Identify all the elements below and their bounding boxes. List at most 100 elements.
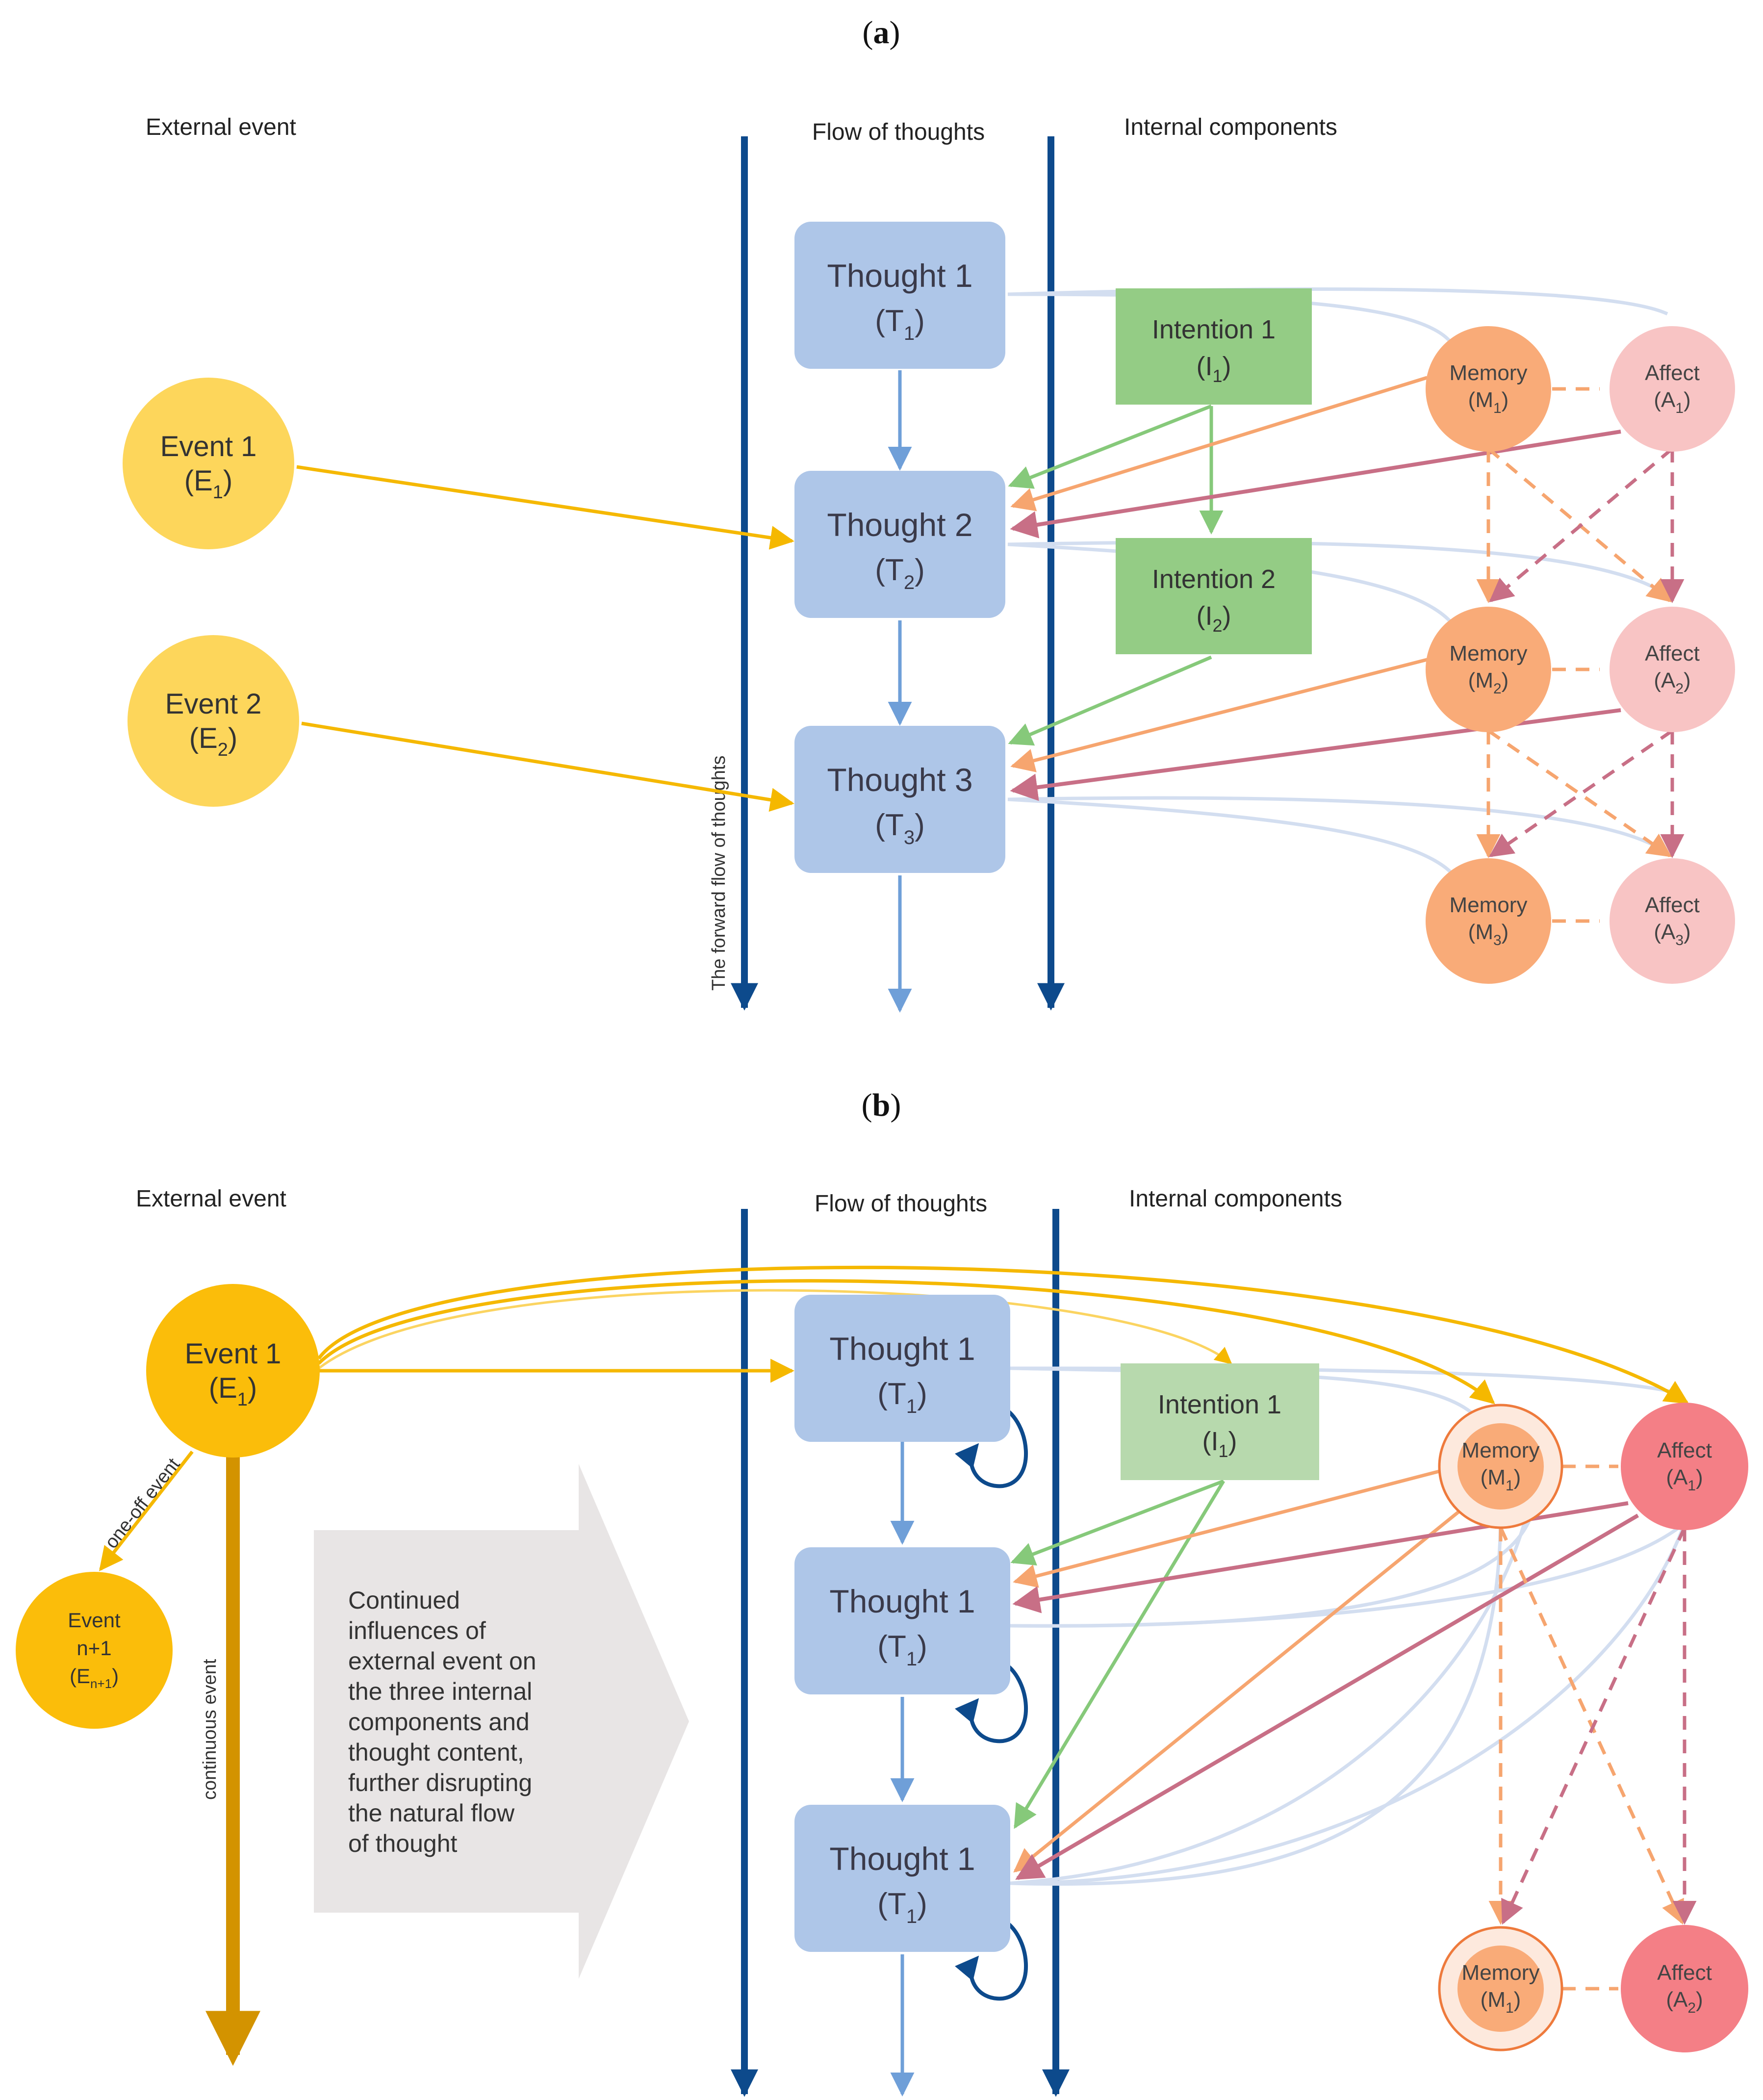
arrow-a2-t3 xyxy=(1010,708,1621,801)
thought-b3-title: Thought 1 xyxy=(829,1841,975,1877)
note-arrow xyxy=(314,1464,689,1979)
header-external-event: External event xyxy=(146,114,296,140)
affect-a2-symbol: (A2) xyxy=(1654,668,1690,697)
event-arrows-a xyxy=(296,465,794,812)
link-b-t1-a1 xyxy=(1010,1366,1678,1395)
intention-box-a1: Intention 1 (I1) xyxy=(1116,288,1312,405)
intention-a2-title: Intention 2 xyxy=(1152,564,1276,594)
event-circle-n1: Event n+1 (En+1) xyxy=(16,1572,173,1729)
thought-b3-symbol: (T1) xyxy=(877,1887,927,1927)
links-b xyxy=(1010,1366,1684,1886)
intention-arrows-b xyxy=(1010,1479,1225,1829)
thought-a2-symbol: (T2) xyxy=(875,553,924,593)
self-loop-2 xyxy=(954,1661,1028,1743)
event-circle-a2: Event 2 (E2) xyxy=(128,635,299,807)
memory-a3-symbol: (M3) xyxy=(1468,920,1509,948)
event-n1-line2: n+1 xyxy=(77,1637,111,1660)
link-t1-a1 xyxy=(1007,287,1668,316)
thought-a3-title: Thought 3 xyxy=(827,762,972,798)
intention-b1-title: Intention 1 xyxy=(1158,1390,1281,1419)
thought-b1-symbol: (T1) xyxy=(877,1377,927,1417)
link-b-t3-m1 xyxy=(1010,1520,1503,1886)
header-flow-of-thoughts-b: Flow of thoughts xyxy=(815,1191,987,1217)
thought-a2-title: Thought 2 xyxy=(827,507,972,543)
memory-b2-symbol: (M1) xyxy=(1481,1988,1521,2016)
arrow-i2-t3 xyxy=(1008,655,1212,746)
thought-box-a2: Thought 2 (T2) xyxy=(794,471,1005,618)
thought-a1-symbol: (T1) xyxy=(875,304,924,344)
event-b1-symbol: (E1) xyxy=(209,1372,257,1410)
event-a1-title: Event 1 xyxy=(160,431,257,462)
panel-b-label: (b) xyxy=(862,1087,901,1123)
self-loops xyxy=(954,1406,1028,2001)
memory-circle-a1: Memory (M1) xyxy=(1426,326,1551,452)
forward-flow-label: The forward flow of thoughts xyxy=(709,756,729,991)
affect-circle-a2: Affect (A2) xyxy=(1610,607,1735,732)
link-t3-m3 xyxy=(1007,797,1453,874)
link-b-t2-a1 xyxy=(1010,1524,1684,1628)
intention-a1-title: Intention 1 xyxy=(1152,315,1276,344)
continuous-event-label: continuous event xyxy=(200,1659,220,1800)
memory-a3-title: Memory xyxy=(1450,893,1528,917)
memory-arrows-a xyxy=(1010,376,1428,772)
memory-a2-symbol: (M2) xyxy=(1468,668,1509,697)
intention-arrows-a xyxy=(1008,404,1224,746)
panel-a-label: (a) xyxy=(863,15,900,51)
affect-a1-symbol: (A1) xyxy=(1654,388,1690,416)
affect-a1-title: Affect xyxy=(1645,361,1700,385)
memory-a1-title: Memory xyxy=(1450,361,1528,385)
thought-box-a3: Thought 3 (T3) xyxy=(794,726,1005,873)
thought-b2-title: Thought 1 xyxy=(829,1583,975,1619)
note-line-1: Continued xyxy=(348,1587,460,1614)
thought-b2-symbol: (T1) xyxy=(877,1630,927,1670)
note-line-9: of thought xyxy=(348,1830,458,1857)
note-text: Continued influences of external event o… xyxy=(348,1587,537,1857)
affect-b2-symbol: (A2) xyxy=(1666,1988,1703,2016)
arrow-i1-t2 xyxy=(1008,404,1212,489)
affect-circle-b2: Affect (A2) xyxy=(1621,1925,1748,2052)
affect-circle-b1: Affect (A1) xyxy=(1621,1403,1748,1530)
header-flow-of-thoughts: Flow of thoughts xyxy=(812,119,985,145)
memory-circle-a2: Memory (M2) xyxy=(1426,607,1551,732)
affect-a2-title: Affect xyxy=(1645,641,1700,666)
header-external-event-b: External event xyxy=(136,1186,286,1212)
link-b-t3-m1b xyxy=(1010,1500,1532,1885)
arrow-e2-t3 xyxy=(301,721,794,812)
intention-box-a2: Intention 2 (I2) xyxy=(1116,538,1312,654)
header-internal-components-b: Internal components xyxy=(1129,1186,1342,1212)
self-loop-1 xyxy=(954,1406,1028,1488)
dashed-relations-b xyxy=(1488,1464,1697,1991)
self-loop-3 xyxy=(954,1918,1028,2001)
affect-circle-a3: Affect (A3) xyxy=(1610,858,1735,984)
memory-arrows-b xyxy=(1013,1469,1468,1873)
link-b-t1-m1 xyxy=(1010,1366,1473,1414)
arrow-b-e1-m1 xyxy=(317,1279,1495,1405)
arrow-b-one-off xyxy=(99,1450,194,1571)
one-off-event-label: one-off event xyxy=(101,1454,184,1552)
thought-a1-title: Thought 1 xyxy=(827,257,972,294)
intention-box-b1: Intention 1 (I1) xyxy=(1121,1363,1319,1480)
affect-b1-symbol: (A1) xyxy=(1666,1465,1703,1494)
note-line-2: influences of xyxy=(348,1617,486,1644)
thought-box-a1: Thought 1 (T1) xyxy=(794,222,1005,369)
note-line-3: external event on xyxy=(348,1647,537,1675)
affect-circle-a1: Affect (A1) xyxy=(1610,326,1735,452)
affect-arrows-b xyxy=(1012,1501,1639,1880)
dashed-relations-a xyxy=(1476,387,1685,923)
memory-b2-title: Memory xyxy=(1462,1961,1540,1985)
intention-a2-symbol: (I2) xyxy=(1196,601,1231,636)
link-b-t3-a1 xyxy=(1010,1529,1684,1885)
thought-b1-title: Thought 1 xyxy=(829,1331,975,1367)
event-b1-title: Event 1 xyxy=(185,1338,281,1370)
memory-circle-a3: Memory (M3) xyxy=(1426,858,1551,984)
event-a2-title: Event 2 xyxy=(165,688,262,720)
arrow-m1-t2 xyxy=(1010,376,1428,512)
affect-b1-title: Affect xyxy=(1657,1438,1712,1462)
thought-box-b1: Thought 1 (T1) xyxy=(794,1295,1010,1442)
memory-a1-symbol: (M1) xyxy=(1468,388,1509,416)
note-line-6: thought content, xyxy=(348,1739,524,1766)
event-arrows-b xyxy=(99,1265,1689,1571)
note-line-4: the three internal xyxy=(348,1678,532,1705)
affect-a3-symbol: (A3) xyxy=(1654,920,1690,948)
affect-a3-title: Affect xyxy=(1645,893,1700,917)
